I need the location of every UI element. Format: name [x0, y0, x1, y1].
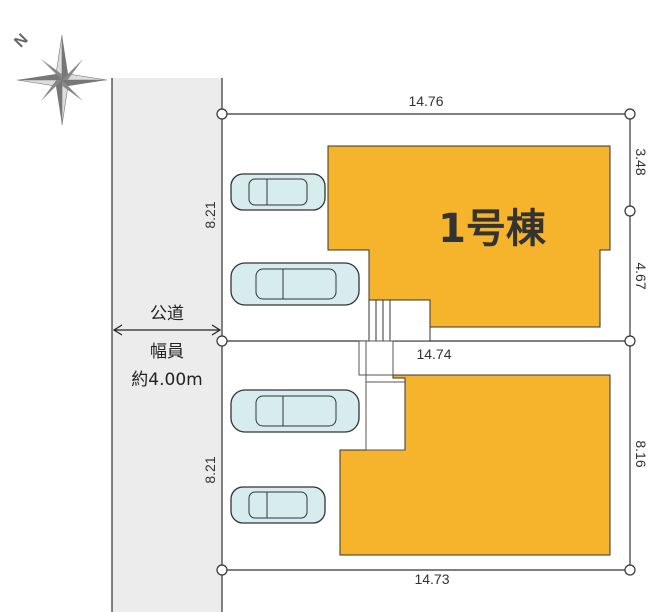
parking-car: [230, 389, 360, 433]
road-name: 公道: [150, 304, 184, 324]
entrance-steps-1: [368, 299, 431, 342]
parking-car: [230, 262, 360, 306]
building-1-label: 1号棟: [438, 206, 547, 252]
parking-car: [230, 173, 326, 211]
dim-right-middle: 4.67: [633, 262, 649, 289]
entrance-2: [358, 340, 405, 451]
dim-left-upper: 8.21: [202, 201, 218, 228]
parking-car: [230, 486, 326, 524]
dim-right-lower: 8.16: [633, 440, 649, 467]
dim-left-lower: 8.21: [202, 456, 218, 483]
compass-rose-icon: N: [11, 31, 108, 126]
dim-top: 14.76: [408, 93, 443, 109]
dim-middle: 14.74: [416, 346, 451, 362]
road-width-label: 幅員: [150, 342, 184, 362]
dim-right-upper: 3.48: [633, 148, 649, 175]
public-road: [112, 78, 222, 612]
dim-bottom: 14.73: [414, 571, 449, 587]
north-label: N: [11, 31, 31, 51]
road-width-arrow: [112, 324, 222, 336]
road-width-value: 約4.00m: [131, 370, 202, 390]
boundary-markers: [216, 108, 636, 576]
building-2: [339, 374, 611, 556]
